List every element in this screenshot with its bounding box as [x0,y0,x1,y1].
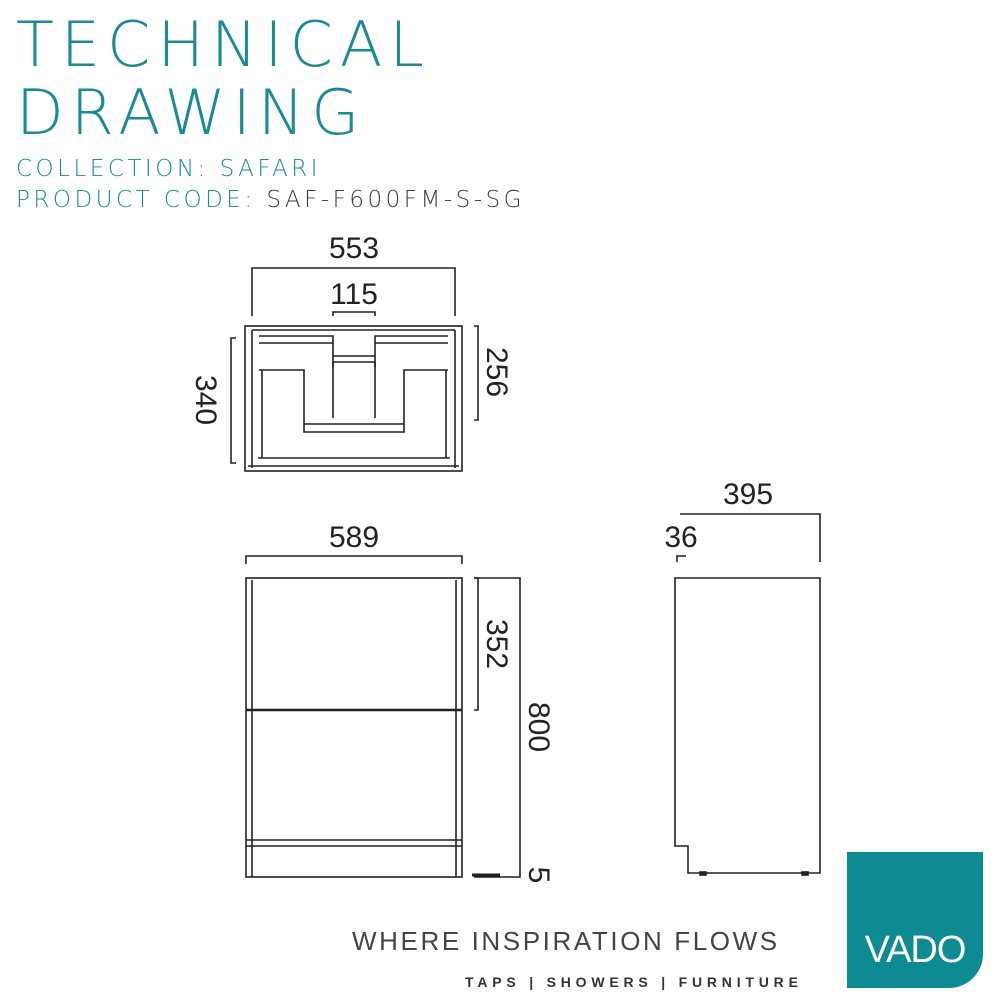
vado-logo: VADO [847,852,983,988]
collection-value: SAFARI [219,156,321,182]
dim-115: 115 [330,278,378,311]
top-view [230,267,479,472]
dim-352: 352 [480,619,513,669]
collection-label: COLLECTION: [16,156,209,182]
dim-5: 5 [522,867,555,884]
dim-553: 553 [329,232,379,265]
subline: TAPS | SHOWERS | FURNITURE [465,974,803,990]
front-view [245,555,521,878]
dim-256: 256 [480,347,513,397]
dim-36: 36 [664,521,697,554]
dim-340: 340 [189,375,222,425]
dim-589: 589 [329,521,379,554]
dim-395: 395 [723,478,773,511]
side-view [674,513,821,876]
title-line-2: DRAWING [16,76,367,149]
product-code-value: SAF-F600FM-S-SG [266,187,526,213]
tagline: WHERE INSPIRATION FLOWS [352,926,780,956]
product-code-label: PRODUCT CODE: [16,187,256,213]
logo-text: VADO [864,929,967,971]
dim-800: 800 [522,702,555,752]
product-code-line: PRODUCT CODE: SAF-F600FM-S-SG [16,187,525,213]
title-line-1: TECHNICAL [16,8,431,81]
collection-line: COLLECTION: SAFARI [16,156,321,182]
